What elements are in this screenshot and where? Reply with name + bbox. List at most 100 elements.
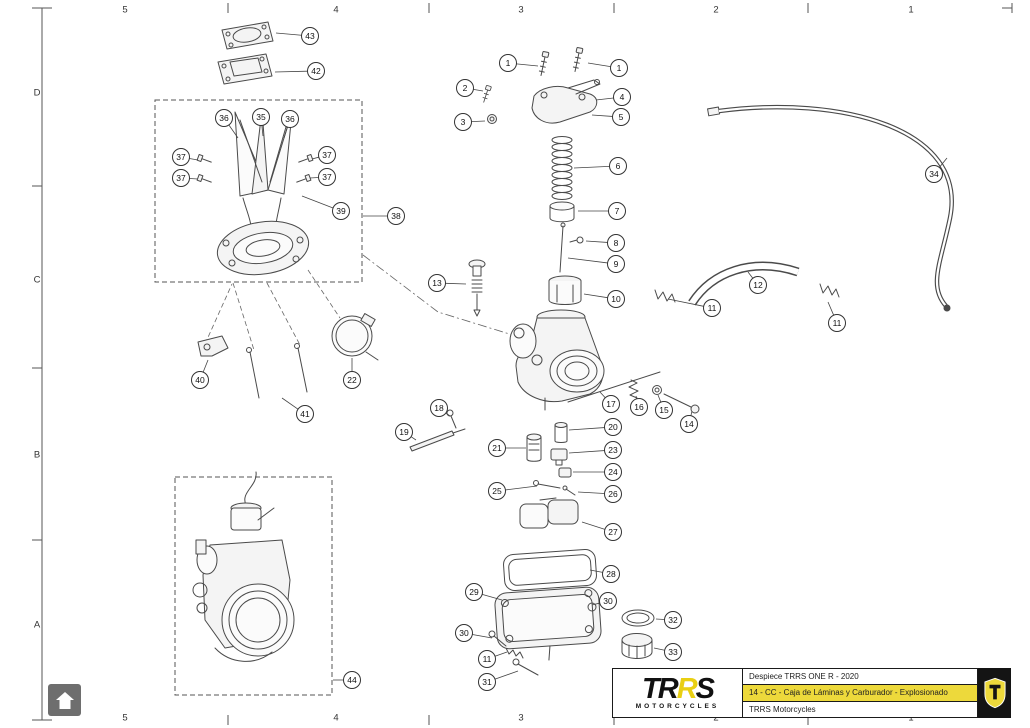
callout-leader-37 bbox=[189, 158, 199, 161]
callout-leader-27 bbox=[581, 521, 606, 530]
callout-number-5: 5 bbox=[619, 112, 624, 122]
callout-leader-29 bbox=[482, 593, 503, 601]
callout-leader-18 bbox=[445, 412, 451, 417]
callout-9 bbox=[607, 255, 625, 273]
part-clamp-22 bbox=[331, 313, 379, 361]
frame-column-label-top-5: 5 bbox=[122, 4, 128, 16]
title-block-row-company: TRRS Motorcycles bbox=[749, 704, 816, 714]
frame-row-label-C: C bbox=[33, 274, 41, 286]
callout-1 bbox=[499, 54, 517, 72]
trrs-logo-text: TRRS bbox=[642, 672, 715, 705]
callout-number-23: 23 bbox=[608, 445, 618, 455]
part-cap-bracket bbox=[531, 79, 601, 124]
part-jets bbox=[526, 422, 576, 496]
part-reed-plate-43 bbox=[221, 21, 274, 50]
callout-number-30: 30 bbox=[459, 628, 469, 638]
part-cap-10 bbox=[548, 275, 582, 305]
callout-leader-15 bbox=[657, 394, 662, 403]
callout-number-27: 27 bbox=[608, 527, 618, 537]
frame-column-label-top-1: 1 bbox=[908, 4, 914, 16]
callout-11 bbox=[478, 650, 496, 668]
part-bracket-40 bbox=[197, 335, 229, 357]
callout-number-30: 30 bbox=[603, 596, 613, 606]
callout-13 bbox=[428, 274, 446, 292]
callout-number-44: 44 bbox=[347, 675, 357, 685]
frame-row-label-A: A bbox=[33, 619, 41, 631]
trrs-logo-subtext: MOTORCYCLES bbox=[635, 702, 720, 710]
callout-number-29: 29 bbox=[469, 587, 479, 597]
trrs-shield-icon bbox=[983, 677, 1006, 709]
callout-3 bbox=[454, 113, 472, 131]
callout-number-40: 40 bbox=[195, 375, 205, 385]
callout-21 bbox=[488, 439, 506, 457]
callout-number-20: 20 bbox=[608, 422, 618, 432]
callout-29 bbox=[465, 583, 483, 601]
callout-number-32: 32 bbox=[668, 615, 678, 625]
callout-36 bbox=[215, 109, 233, 127]
callout-number-22: 22 bbox=[347, 375, 357, 385]
callout-33 bbox=[664, 643, 682, 661]
callout-39 bbox=[332, 202, 350, 220]
callout-number-10: 10 bbox=[611, 294, 621, 304]
callout-37 bbox=[172, 148, 190, 166]
callout-number-16: 16 bbox=[634, 402, 644, 412]
part-slide-7 bbox=[549, 201, 575, 223]
callout-number-2: 2 bbox=[463, 83, 468, 93]
callout-number-35: 35 bbox=[256, 112, 266, 122]
callout-17 bbox=[602, 395, 620, 413]
callout-leader-33 bbox=[653, 647, 665, 651]
callout-7 bbox=[608, 202, 626, 220]
part-choke-13 bbox=[468, 259, 486, 317]
callout-leader-14 bbox=[690, 410, 693, 416]
callout-11 bbox=[703, 299, 721, 317]
callout-number-9: 9 bbox=[614, 259, 619, 269]
callout-30 bbox=[455, 624, 473, 642]
callout-leader-10 bbox=[583, 293, 608, 299]
callout-leader-43 bbox=[275, 32, 302, 36]
callout-number-37: 37 bbox=[176, 173, 186, 183]
callout-leader-2 bbox=[473, 89, 484, 92]
callout-14 bbox=[680, 415, 698, 433]
callout-25 bbox=[488, 482, 506, 500]
part-gasket-28 bbox=[503, 549, 597, 591]
frame-column-label-top-3: 3 bbox=[518, 4, 524, 16]
part-float-27 bbox=[519, 497, 579, 529]
callout-leader-30 bbox=[472, 634, 493, 639]
callout-number-11: 11 bbox=[483, 654, 492, 664]
callout-leader-3 bbox=[471, 120, 486, 123]
callout-leader-11 bbox=[494, 651, 508, 657]
callout-number-38: 38 bbox=[391, 211, 401, 221]
callout-leader-6 bbox=[573, 165, 610, 169]
home-button[interactable] bbox=[48, 684, 81, 716]
frame-column-label-bottom-1: 1 bbox=[908, 712, 914, 724]
callout-number-43: 43 bbox=[305, 31, 315, 41]
callout-18 bbox=[430, 399, 448, 417]
callout-number-37: 37 bbox=[322, 172, 332, 182]
callout-number-8: 8 bbox=[614, 238, 619, 248]
callout-leader-23 bbox=[568, 450, 605, 454]
callout-leader-11 bbox=[667, 298, 704, 307]
callout-number-21: 21 bbox=[492, 443, 502, 453]
callout-number-19: 19 bbox=[399, 427, 409, 437]
part-reed-plate-42 bbox=[217, 53, 273, 85]
callout-6 bbox=[609, 157, 627, 175]
callout-27 bbox=[604, 523, 622, 541]
frame-column-label-bottom-3: 3 bbox=[518, 712, 524, 724]
callout-leader-4 bbox=[595, 97, 614, 101]
frame-column-label-bottom-5: 5 bbox=[122, 712, 128, 724]
callout-26 bbox=[604, 485, 622, 503]
callout-leader-8 bbox=[585, 240, 608, 243]
callout-number-37: 37 bbox=[322, 150, 332, 160]
part-shaft-group-14-17 bbox=[567, 371, 700, 414]
frame-column-label-top-4: 4 bbox=[333, 4, 339, 16]
callout-number-15: 15 bbox=[659, 405, 669, 415]
callout-43 bbox=[301, 27, 319, 45]
callout-leader-1 bbox=[516, 63, 539, 67]
part-needle-9 bbox=[559, 222, 584, 273]
callout-number-3: 3 bbox=[461, 117, 466, 127]
part-spring-6 bbox=[551, 136, 573, 200]
construction-lines bbox=[204, 254, 517, 351]
callout-leader-42 bbox=[274, 70, 308, 73]
frame-column-label-bottom-2: 2 bbox=[713, 712, 719, 724]
